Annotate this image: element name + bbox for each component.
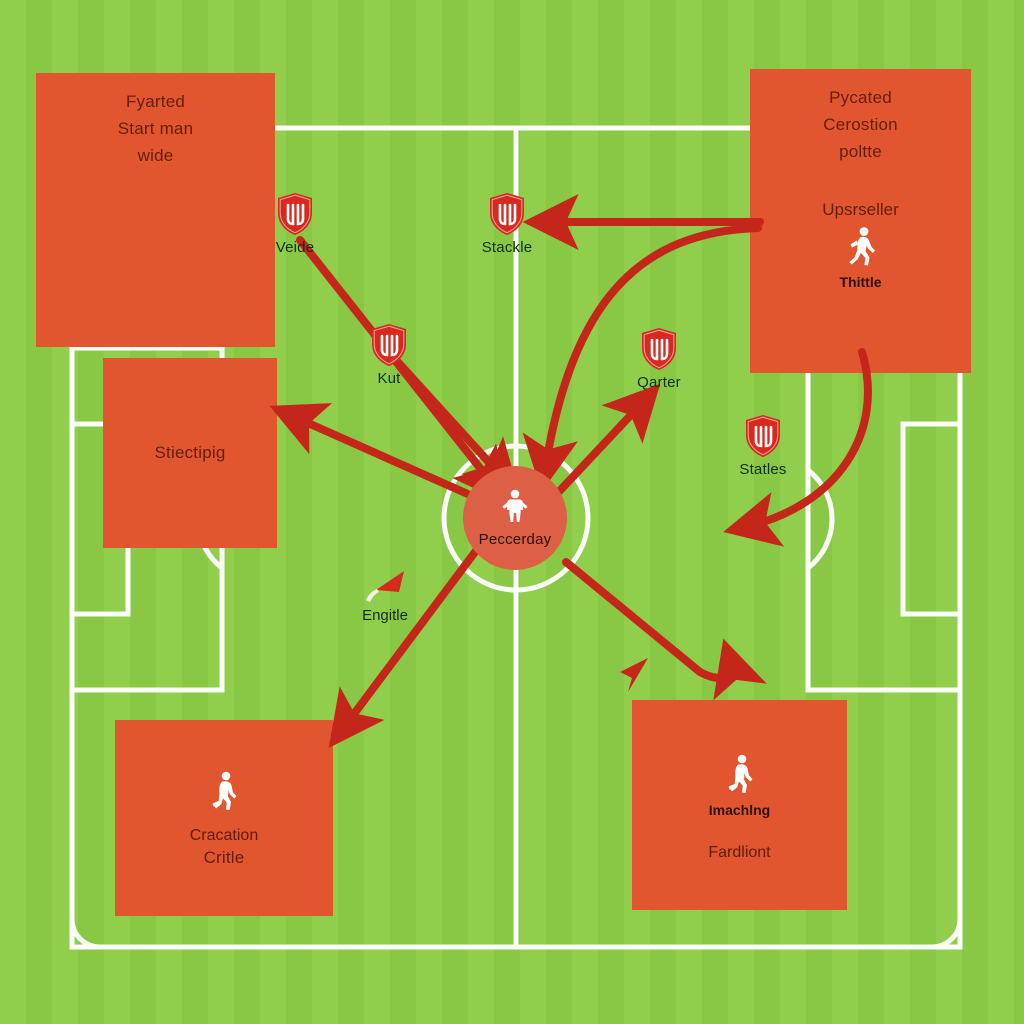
running-player-icon xyxy=(844,226,878,270)
zone-top-left[interactable]: Fyarted Start man wide xyxy=(36,73,275,347)
player-kicking-icon xyxy=(723,754,757,798)
zone-line: Fyarted xyxy=(125,92,186,111)
corner-flag-marker[interactable]: Engitle xyxy=(340,566,430,624)
zone-line: Start man xyxy=(117,118,194,138)
shield-icon xyxy=(488,192,526,236)
player-kicking-icon xyxy=(207,771,241,815)
zone-line: Cerostion xyxy=(823,114,898,134)
center-token-label: Peccerday xyxy=(478,530,552,548)
zone-line: Critle xyxy=(203,847,245,867)
shield-icon xyxy=(744,414,782,458)
badge-label: Kut xyxy=(377,370,401,387)
player-icon xyxy=(500,489,530,529)
badge-stackle[interactable]: Stackle xyxy=(461,192,553,256)
zone-bottom-right[interactable]: Imachlng Fardliont xyxy=(632,700,847,910)
zone-line: Stiectipig xyxy=(154,442,226,462)
corner-flag-label: Engitle xyxy=(362,607,408,624)
badge-label: Qarter xyxy=(637,374,681,391)
shield-icon xyxy=(640,327,678,371)
zone-mid-left[interactable]: Stiectipig xyxy=(103,358,277,548)
center-player-token[interactable]: Peccerday xyxy=(463,466,567,570)
badge-qarter[interactable]: Qarter xyxy=(613,327,705,391)
zone-figure-label: Imachlng xyxy=(708,802,771,818)
badge-statles[interactable]: Statles xyxy=(717,414,809,478)
corner-flag-icon xyxy=(359,566,411,606)
shield-icon xyxy=(370,323,408,367)
zone-figure-label: Thittle xyxy=(839,273,882,290)
shield-icon xyxy=(276,192,314,236)
badge-label: Veide xyxy=(275,239,315,256)
badge-veide[interactable]: Veide xyxy=(249,192,341,256)
badge-label: Statles xyxy=(739,461,787,478)
badge-label: Stackle xyxy=(481,239,533,256)
zone-line: Fardliont xyxy=(708,844,771,861)
zone-line: wide xyxy=(137,145,174,165)
zone-line: poltte xyxy=(839,141,882,161)
badge-kut[interactable]: Kut xyxy=(343,323,435,387)
zone-line: Cracation xyxy=(189,826,259,844)
zone-subtitle: Upsrseller xyxy=(822,199,899,219)
zone-bottom-left[interactable]: Cracation Critle xyxy=(115,720,333,916)
zone-top-right[interactable]: Pycated Cerostion poltte Upsrseller Thit… xyxy=(750,69,971,373)
zone-line: Pycated xyxy=(829,88,892,107)
